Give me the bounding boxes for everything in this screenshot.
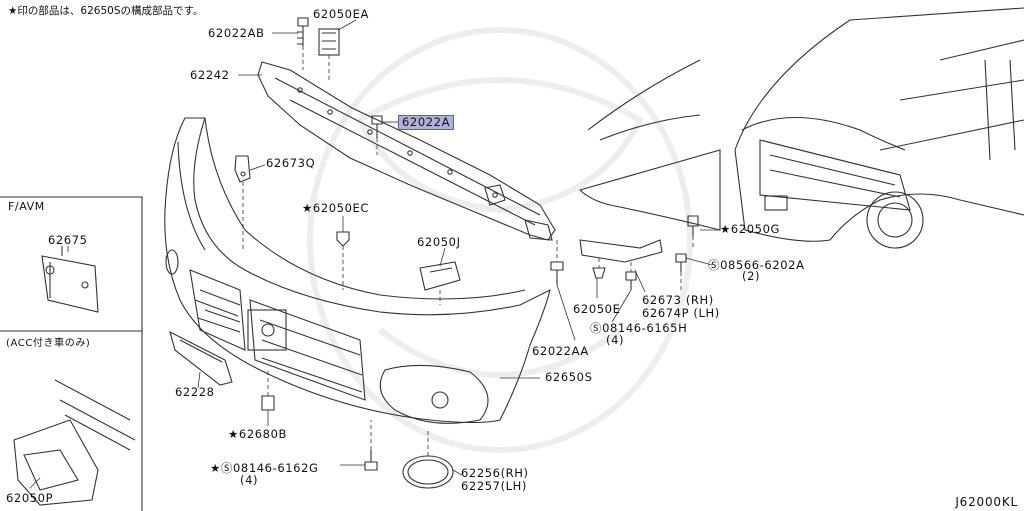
part-label-62022A-highlighted[interactable]: 62022A [398, 115, 455, 130]
screw-08566-6202A [675, 253, 687, 272]
leader-lines [29, 19, 720, 489]
part-label-62673Q[interactable]: 62673Q [266, 156, 316, 170]
clip-62680B [261, 395, 275, 411]
bracket-62050J [419, 261, 461, 291]
part-label-08566-6202A[interactable]: Ⓢ08566-6202A [708, 258, 805, 272]
watermark [307, 27, 693, 453]
bracket-62228 [169, 330, 233, 386]
part-label-08146-6162G[interactable]: ★Ⓢ08146-6162G [210, 461, 319, 475]
bracket-62673Q [234, 155, 251, 183]
part-label-62050EA[interactable]: 62050EA [313, 7, 369, 21]
camera-bracket-62675 [41, 255, 99, 313]
qty-08566-6202A: (2) [742, 269, 761, 283]
clip-62050E [592, 267, 606, 279]
bracket-62673 [579, 239, 663, 263]
part-label-62022AB[interactable]: 62022AB [208, 26, 265, 40]
part-label-62257-lh[interactable]: 62257(LH) [461, 479, 528, 493]
bolt-62022AA [550, 261, 564, 285]
part-label-08146-6165H[interactable]: Ⓢ08146-6165H [590, 321, 688, 335]
clip-62050EC [336, 231, 350, 247]
part-label-62050E[interactable]: 62050E [573, 302, 621, 316]
inset-box-favm [0, 196, 143, 332]
part-label-62673-rh[interactable]: 62673 (RH) [642, 293, 714, 307]
screw-08146-6162G [364, 450, 378, 471]
inset-box-acc [0, 330, 143, 511]
bolt-62022AB [297, 17, 309, 46]
part-label-62242[interactable]: 62242 [190, 68, 230, 82]
component-note: ★印の部品は、62650Sの構成部品です。 [8, 5, 204, 17]
part-label-62680B[interactable]: ★62680B [228, 427, 287, 441]
bolt-62022A [371, 115, 383, 138]
vehicle-overview [734, 7, 1024, 242]
part-label-62050J[interactable]: 62050J [417, 235, 461, 249]
qty-08146-6165H: (4) [606, 333, 625, 347]
part-label-62256-rh[interactable]: 62256(RH) [461, 466, 529, 480]
part-label-62050P[interactable]: 62050P [6, 491, 54, 505]
part-label-62050G[interactable]: ★62050G [720, 222, 781, 236]
part-label-62650S[interactable]: 62650S [545, 370, 593, 384]
part-label-62675[interactable]: 62675 [48, 233, 88, 247]
diagram-code: J62000KL [955, 495, 1018, 509]
fender-outline [578, 59, 721, 231]
acc-sensor-cover-62050P [13, 419, 99, 506]
inset-title-favm: F/AVM [8, 200, 45, 213]
bumper-fascia-62650S [164, 117, 551, 424]
inset-title-acc: (ACC付き車のみ) [6, 338, 91, 349]
upper-reinforcement-62242 [257, 61, 556, 241]
screw-08146-6165H [625, 271, 637, 290]
qty-08146-6162G: (4) [240, 473, 259, 487]
part-label-62022AA[interactable]: 62022AA [532, 344, 589, 358]
part-label-62050EC[interactable]: ★62050EC [302, 201, 369, 215]
part-label-62228[interactable]: 62228 [175, 385, 215, 399]
fog-ring-62256 [402, 455, 454, 489]
part-label-62674P-lh[interactable]: 62674P (LH) [642, 306, 720, 320]
